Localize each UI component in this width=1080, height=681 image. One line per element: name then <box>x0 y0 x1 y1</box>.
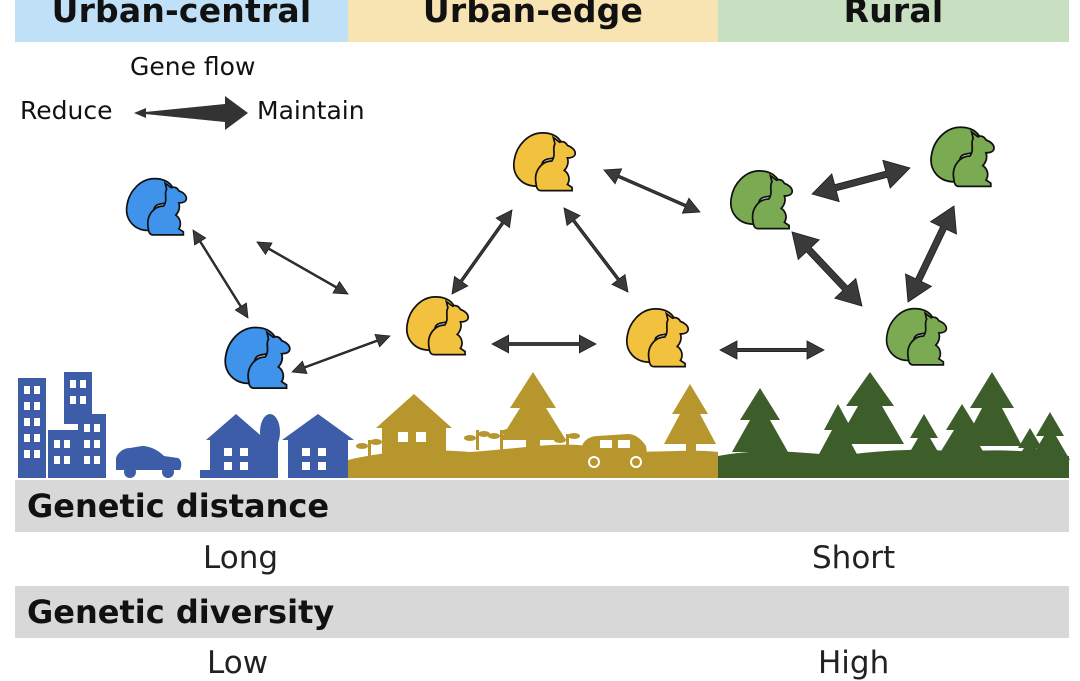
diagram-canvas <box>18 96 1070 478</box>
metric-label-genetic-distance: Genetic distance <box>27 487 330 525</box>
legend-maintain-label: Maintain <box>257 96 365 125</box>
squirrel-icon-rural-6 <box>930 126 995 188</box>
gene-flow-arrow-icon-3 <box>451 209 513 295</box>
zone-header-urban-central: Urban-central <box>15 0 348 42</box>
metric-bar-genetic-distance: Genetic distance <box>15 480 1069 532</box>
zone-label-urban-edge: Urban-edge <box>422 0 644 30</box>
metric-bar-genetic-diversity: Genetic diversity <box>15 586 1069 638</box>
squirrel-icon-urban-edge-2 <box>512 132 577 192</box>
zone-label-urban-central: Urban-central <box>51 0 312 30</box>
gene-flow-arrow-icon-1 <box>256 241 349 295</box>
gene-flow-arrow-icon-7 <box>719 340 825 360</box>
legend-arrow-icon <box>134 96 248 130</box>
zone-header-urban-edge: Urban-edge <box>348 0 718 42</box>
zone-header-rural: Rural <box>718 0 1069 42</box>
squirrel-icon-urban-central-0 <box>125 177 188 236</box>
squirrel-icon-rural-7 <box>885 307 948 366</box>
gene-flow-arrows <box>192 159 957 374</box>
gene-flow-arrow-icon-0 <box>192 229 249 319</box>
legend-reduce-label: Reduce <box>20 96 113 125</box>
gene-flow-arrow-icon-8 <box>811 159 911 203</box>
zone-label-rural: Rural <box>843 0 944 30</box>
gene-flow-arrow-icon-6 <box>603 168 701 214</box>
gene-flow-arrow-icon-4 <box>563 207 629 293</box>
squirrel-icon-urban-edge-4 <box>625 308 690 368</box>
squirrel-icon-urban-edge-3 <box>405 296 470 356</box>
genetic-distance-urban-value: Long <box>203 540 279 576</box>
legend-title: Gene flow <box>130 52 256 81</box>
gene-flow-arrow-icon-9 <box>791 231 863 307</box>
gene-flow-arrow-icon-5 <box>491 334 597 354</box>
metric-label-genetic-diversity: Genetic diversity <box>27 593 335 631</box>
squirrel-icon-rural-5 <box>729 170 794 230</box>
squirrel-icon-urban-central-1 <box>224 326 291 390</box>
forest-icon <box>718 372 1070 478</box>
city-skyline-icon <box>18 372 354 478</box>
genetic-distance-rural-value: Short <box>812 540 896 576</box>
genetic-diversity-rural-value: High <box>818 645 890 681</box>
gene-flow-arrow-icon-2 <box>291 334 391 374</box>
genetic-diversity-urban-value: Low <box>207 645 269 681</box>
urban-edge-landscape-icon <box>348 372 718 478</box>
gene-flow-arrow-icon-10 <box>905 205 957 303</box>
